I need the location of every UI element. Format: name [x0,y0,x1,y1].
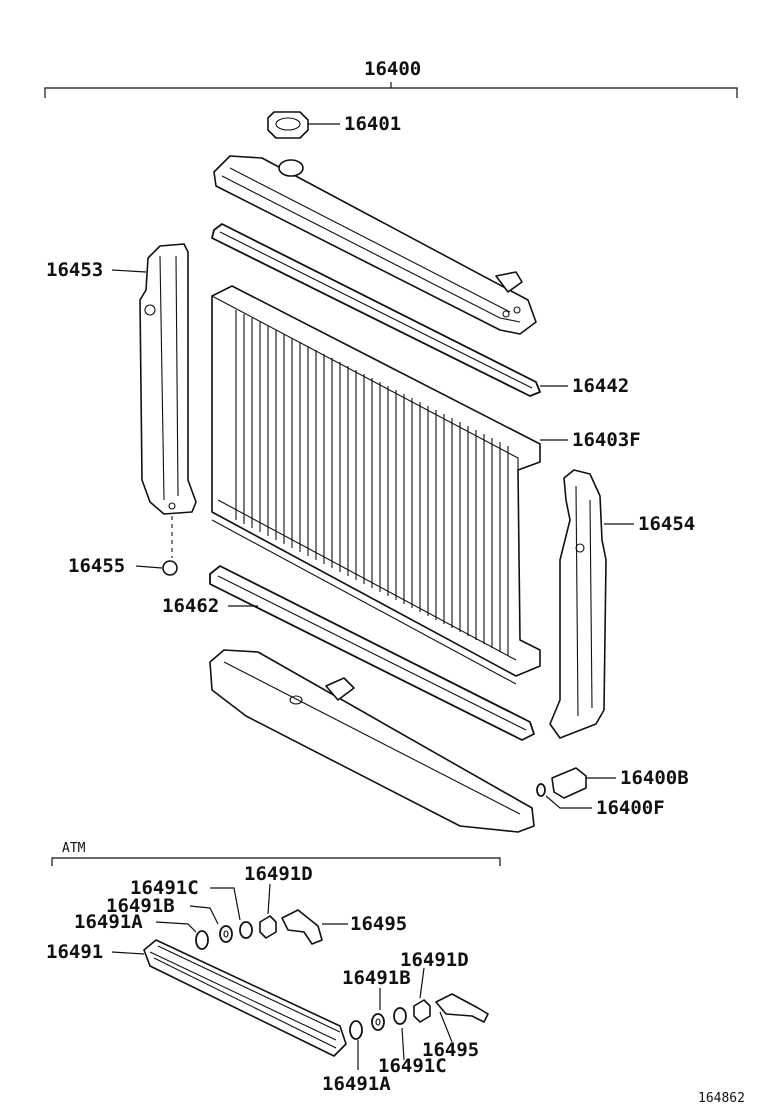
label-16491: 16491 [46,941,103,963]
label-16491C-lower: 16491C [378,1055,447,1077]
cooler-fittings-upper [155,883,348,950]
radiator-core [211,285,568,685]
label-16495-lower: 16495 [422,1039,479,1061]
label-16400B: 16400B [620,767,689,789]
cooler-fittings-lower [349,967,489,1070]
upper-gasket [211,223,568,397]
label-atm: ATM [62,841,86,856]
right-support [549,469,634,739]
left-support [111,243,197,558]
label-16400: 16400 [364,58,421,80]
radiator-cap [267,111,340,139]
atm-bracket [51,857,501,866]
label-16491A-upper: 16491A [74,911,143,933]
drain-oring [536,783,592,809]
label-16491A-lower: 16491A [322,1073,391,1095]
label-16462: 16462 [162,595,219,617]
upper-tank [213,155,537,335]
label-16491D-upper: 16491D [244,863,313,885]
drain-cock [551,767,616,799]
label-16491B-upper: 16491B [106,895,175,917]
label-16453: 16453 [46,259,103,281]
label-16442: 16442 [572,375,629,397]
oil-cooler [111,939,347,1057]
label-16403F: 16403F [572,429,641,451]
label-16491B-lower: 16491B [342,967,411,989]
label-16401: 16401 [344,113,401,135]
core-fins [235,310,509,656]
label-16454: 16454 [638,513,695,535]
label-16495-upper: 16495 [350,913,407,935]
lower-tank [209,649,535,833]
plug [135,560,178,576]
label-16400F: 16400F [596,797,665,819]
lower-gasket [209,565,535,741]
diagram-number: 164862 [698,1091,745,1106]
label-16491D-lower: 16491D [400,949,469,971]
label-16455: 16455 [68,555,125,577]
label-16491C-upper: 16491C [130,877,199,899]
assembly-bracket [44,82,738,98]
